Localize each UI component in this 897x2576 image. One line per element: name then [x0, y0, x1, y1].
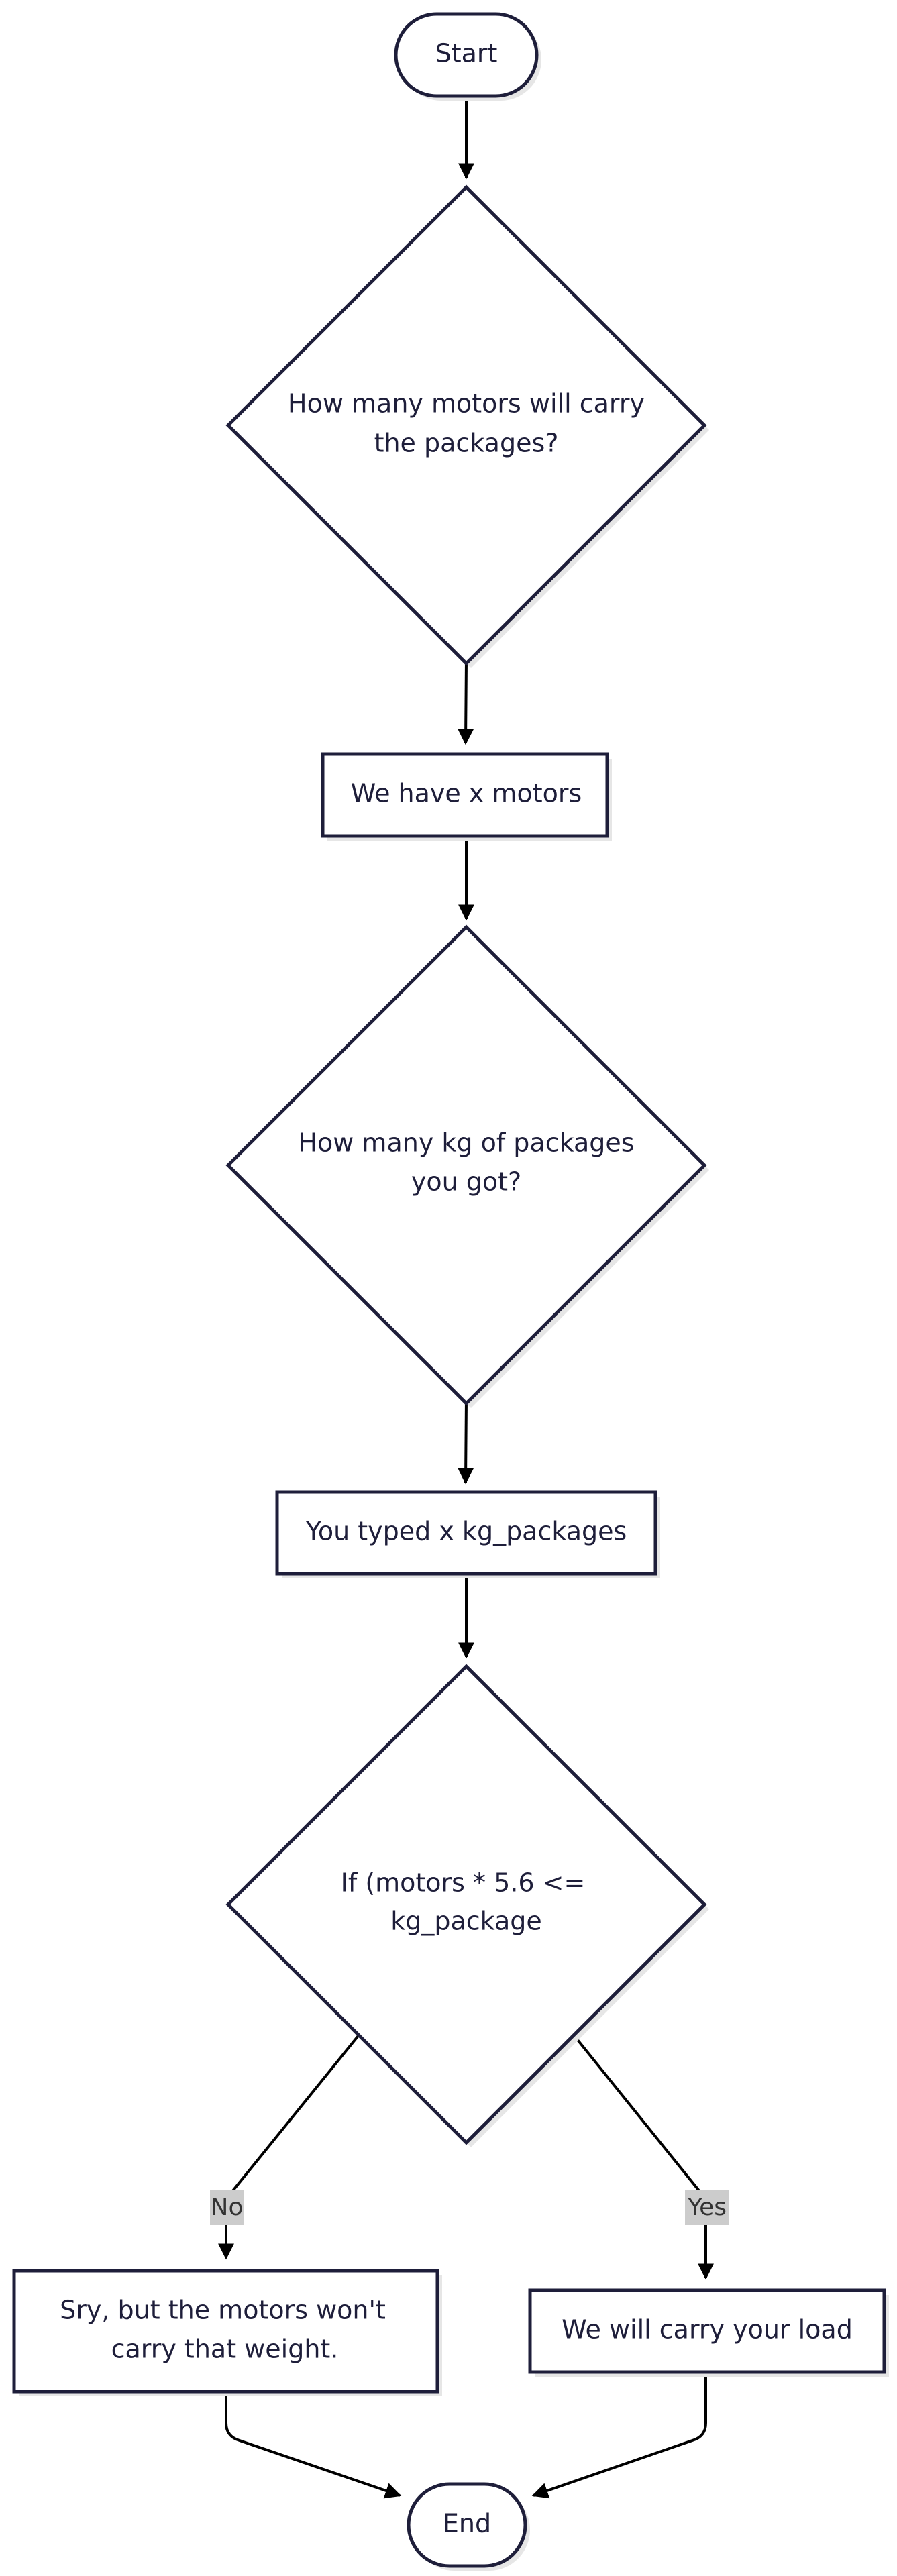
ask-kg-label-line-2: you got? — [411, 1167, 521, 1197]
edge-check-to-yes — [571, 2032, 714, 2280]
edge-check-to-no — [218, 2032, 362, 2260]
start-label: Start — [435, 39, 498, 68]
have-motors-process — [321, 752, 609, 838]
typed-kg-label: You typed x kg_packages — [305, 1517, 627, 1546]
node-typed-kg: You typed x kg_packages — [275, 1490, 660, 1578]
no-result-process — [12, 2269, 439, 2394]
no-result-label-line-2: carry that weight. — [111, 2334, 339, 2364]
ask-kg-label-line-1: How many kg of packages — [298, 1128, 634, 1158]
edge-label-no: No — [210, 2190, 244, 2225]
node-yes-result: We will carry your load — [528, 2288, 889, 2377]
end-terminal — [407, 2482, 527, 2568]
ask-kg-decision — [225, 924, 707, 1406]
start-terminal — [394, 12, 539, 98]
ask-motors-decision — [225, 184, 707, 666]
node-ask-motors: How many motors will carry the packages? — [225, 184, 709, 668]
check-label-line-1: If (motors * 5.6 <= — [341, 1868, 586, 1898]
node-have-motors: We have x motors — [321, 752, 612, 841]
node-ask-kg: How many kg of packages you got? — [225, 924, 709, 1408]
node-start: Start — [394, 12, 541, 101]
edge-yes-to-end — [531, 2371, 707, 2499]
yes-result-process — [528, 2288, 886, 2374]
ask-motors-label-line-1: How many motors will carry — [288, 389, 645, 419]
typed-kg-process — [275, 1490, 657, 1576]
edge-label-no-text: No — [211, 2194, 244, 2221]
edge-label-yes-text: Yes — [687, 2194, 727, 2221]
ask-motors-label-line-2: the packages? — [374, 429, 559, 458]
node-no-result: Sry, but the motors won't carry that wei… — [12, 2269, 442, 2396]
yes-result-label: We will carry your load — [562, 2315, 853, 2345]
no-result-label-line-1: Sry, but the motors won't — [60, 2296, 386, 2325]
have-motors-label: We have x motors — [351, 779, 582, 808]
node-end: End — [407, 2482, 530, 2571]
end-label: End — [443, 2509, 491, 2538]
edge-no-to-end — [225, 2390, 402, 2499]
check-decision — [225, 1664, 707, 2145]
node-check: If (motors * 5.6 <= kg_package — [225, 1664, 709, 2147]
check-label-line-2: kg_package — [390, 1907, 542, 1936]
edge-label-yes: Yes — [685, 2190, 729, 2225]
